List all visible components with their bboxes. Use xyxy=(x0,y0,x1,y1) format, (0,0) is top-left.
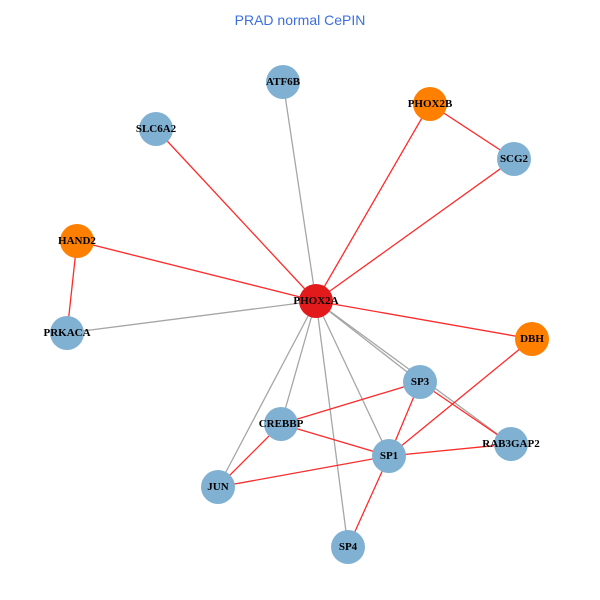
node-sp3[interactable]: SP3 xyxy=(403,365,437,399)
node-label: SP1 xyxy=(380,450,398,462)
edge-phox2a-phox2b xyxy=(315,103,431,302)
node-circle[interactable] xyxy=(299,284,333,318)
node-label: PHOX2B xyxy=(408,98,453,110)
node-label: ATF6B xyxy=(266,76,301,88)
node-circle[interactable] xyxy=(201,470,235,504)
node-dbh[interactable]: DBH xyxy=(515,322,549,356)
node-slc6a2[interactable]: SLC6A2 xyxy=(136,112,177,146)
node-circle[interactable] xyxy=(403,365,437,399)
node-circle[interactable] xyxy=(139,112,173,146)
node-circle[interactable] xyxy=(372,439,406,473)
edge-phox2a-jun xyxy=(217,300,317,488)
edge-phox2a-hand2 xyxy=(76,240,317,302)
node-circle[interactable] xyxy=(266,65,300,99)
node-label: PRKACA xyxy=(43,327,90,339)
edge-jun-sp1 xyxy=(217,455,390,488)
node-label: HAND2 xyxy=(58,235,96,247)
node-sp1[interactable]: SP1 xyxy=(372,439,406,473)
node-label: SLC6A2 xyxy=(136,123,177,135)
edge-crebbp-sp1 xyxy=(280,423,390,457)
edge-sp3-crebbp xyxy=(280,381,421,425)
node-circle[interactable] xyxy=(497,142,531,176)
edge-phox2a-prkaca xyxy=(66,300,317,334)
edge-phox2a-dbh xyxy=(315,300,533,340)
node-label: JUN xyxy=(207,481,228,493)
node-prkaca[interactable]: PRKACA xyxy=(43,316,91,350)
node-label: CREBBP xyxy=(259,418,304,430)
chart-title: PRAD normal CePIN xyxy=(234,12,366,28)
edge-phox2a-slc6a2 xyxy=(155,128,317,302)
node-label: SP3 xyxy=(411,376,430,388)
node-circle[interactable] xyxy=(50,316,84,350)
edge-sp1-rab3gap2 xyxy=(388,443,512,457)
edge-phox2a-atf6b xyxy=(282,81,317,302)
edge-phox2a-scg2 xyxy=(315,158,515,302)
node-phox2b[interactable]: PHOX2B xyxy=(408,87,453,121)
edge-phox2a-sp4 xyxy=(315,300,349,548)
edge-dbh-sp1 xyxy=(388,338,533,457)
node-circle[interactable] xyxy=(60,224,94,258)
node-scg2[interactable]: SCG2 xyxy=(497,142,531,176)
node-rab3gap2[interactable]: RAB3GAP2 xyxy=(482,427,540,461)
edge-sp3-rab3gap2 xyxy=(419,381,512,445)
node-label: SP4 xyxy=(339,541,358,553)
node-circle[interactable] xyxy=(515,322,549,356)
node-hand2[interactable]: HAND2 xyxy=(58,224,96,258)
node-label: SCG2 xyxy=(500,153,529,165)
node-circle[interactable] xyxy=(264,407,298,441)
node-atf6b[interactable]: ATF6B xyxy=(266,65,301,99)
node-crebbp[interactable]: CREBBP xyxy=(259,407,304,441)
node-sp4[interactable]: SP4 xyxy=(331,530,365,564)
node-circle[interactable] xyxy=(331,530,365,564)
edge-phox2a-crebbp xyxy=(280,300,317,425)
edge-phox2a-sp1 xyxy=(315,300,390,457)
node-phox2a[interactable]: PHOX2A xyxy=(293,284,339,318)
node-label: DBH xyxy=(520,333,544,345)
node-label: RAB3GAP2 xyxy=(482,438,540,450)
node-jun[interactable]: JUN xyxy=(201,470,235,504)
node-circle[interactable] xyxy=(413,87,447,121)
node-label: PHOX2A xyxy=(293,295,338,307)
node-circle[interactable] xyxy=(494,427,528,461)
